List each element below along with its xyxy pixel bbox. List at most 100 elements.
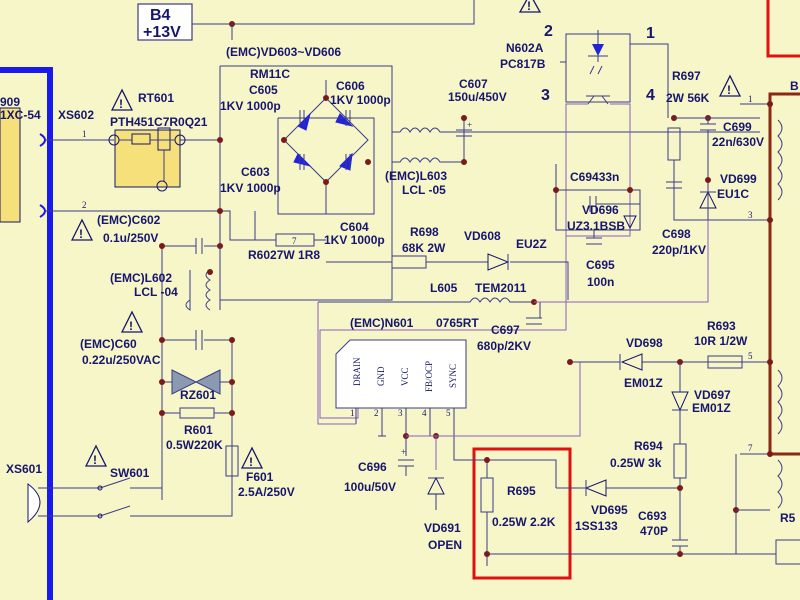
r697-resistor <box>667 127 681 161</box>
sw601-contact <box>97 513 103 519</box>
r693-resistor <box>707 355 743 369</box>
b-partial: B <box>790 79 799 93</box>
vd608-diode <box>487 253 510 271</box>
b4-label: B4 <box>150 7 171 24</box>
node <box>677 551 683 557</box>
c601-symbol <box>162 330 233 500</box>
c696-value: 100u/50V <box>344 480 396 494</box>
vd608-part: EU2Z <box>516 237 547 251</box>
bridge-frame <box>220 65 393 301</box>
c606-value: 1KV 1000p <box>330 93 391 107</box>
c696-symbol <box>398 436 414 476</box>
c604-value: 1KV 1000p <box>324 233 385 247</box>
n601-body <box>335 339 467 409</box>
n601-pin1: 1 <box>350 408 355 418</box>
xs-pin1: 1 <box>82 129 87 139</box>
c697-symbol <box>526 317 542 325</box>
transformer-outline <box>768 92 800 456</box>
c697-label: C697 <box>491 323 520 337</box>
pin-drain: DRAIN <box>352 357 362 386</box>
node <box>229 410 235 416</box>
node <box>767 101 773 107</box>
t-pin1: 1 <box>748 94 753 104</box>
xs601-plug <box>27 482 41 524</box>
node <box>767 451 773 457</box>
node <box>567 359 573 365</box>
vd695-diode <box>584 479 607 497</box>
vd697-leads <box>672 362 688 444</box>
transformer-windings <box>777 119 783 509</box>
warning-icon: ! <box>718 74 742 97</box>
warning-icon: ! <box>110 88 134 111</box>
r697-value: 2W 56K <box>666 91 710 105</box>
svg-text:!: ! <box>119 97 123 111</box>
c601-label: (EMC)C60 <box>80 337 137 351</box>
pin-gnd: GND <box>376 366 386 386</box>
rt601-part: PTH451C7R0Q21 <box>110 115 208 129</box>
node <box>627 187 633 193</box>
pin-fb: FB/OCP <box>424 361 434 392</box>
node <box>229 337 235 343</box>
svg-text:!: ! <box>93 453 97 467</box>
vd698-diode <box>620 353 643 371</box>
c606-label: C606 <box>336 79 365 93</box>
r601-value: 0.5W220K <box>166 438 223 452</box>
svg-text:!: ! <box>727 83 731 97</box>
node <box>484 551 490 557</box>
n601-label: (EMC)N601 <box>350 316 414 330</box>
l602-coil <box>185 246 221 311</box>
c605-value: 1KV 1000p <box>220 99 281 113</box>
l603-label: (EMC)L603 <box>385 169 447 183</box>
c694-label: C69433n <box>570 170 619 184</box>
sw601-label: SW601 <box>110 466 150 480</box>
node <box>323 95 329 101</box>
c699-label: C699 <box>723 120 752 134</box>
l605-purple <box>534 220 709 303</box>
c698-label: C698 <box>662 227 691 241</box>
vd608-label: VD608 <box>464 229 501 243</box>
l603-coil-top <box>392 127 760 133</box>
node <box>217 208 223 214</box>
vd691-state: OPEN <box>428 538 462 552</box>
node <box>323 179 329 185</box>
c697-value: 680p/2KV <box>477 339 531 353</box>
node <box>461 159 467 165</box>
node <box>229 379 235 385</box>
node <box>767 217 773 223</box>
r698-value: 68K 2W <box>402 241 446 255</box>
c696-label: C696 <box>358 460 387 474</box>
node <box>217 137 223 143</box>
r602-pin: 7 <box>292 236 297 246</box>
l605-part: TEM2011 <box>475 281 527 295</box>
node <box>159 410 165 416</box>
c607-symbol <box>456 118 472 162</box>
c607-label: C607 <box>459 77 488 91</box>
r693-value: 10R 1/2W <box>694 334 748 348</box>
vd698-label: VD698 <box>626 336 663 350</box>
c693-label: C693 <box>638 509 667 523</box>
vd697-part: EM01Z <box>692 401 731 415</box>
c602-value: 0.1u/250V <box>103 231 158 245</box>
r694-c693-wiring <box>672 478 688 554</box>
c698-symbol <box>666 176 682 189</box>
transformer-leads <box>735 103 770 554</box>
vd697-diode <box>671 391 689 412</box>
drain-wire <box>317 302 356 425</box>
sw601-switch <box>38 477 163 517</box>
node <box>677 485 683 491</box>
opto-pin3: 3 <box>541 87 550 104</box>
r601-label: R601 <box>184 423 213 437</box>
rt601 <box>108 127 186 192</box>
c604-label: C604 <box>340 220 369 234</box>
r695-resistor <box>480 477 494 513</box>
warning-icon: ! <box>518 0 542 13</box>
warning-icon: ! <box>120 310 144 333</box>
r693-label: R693 <box>707 319 736 333</box>
c698-value: 220p/1KV <box>652 243 706 257</box>
r601-resistor <box>179 407 215 419</box>
c601-value: 0.22u/250VAC <box>82 353 161 367</box>
opto-pin4: 4 <box>646 87 655 104</box>
bridge-part: RM11C <box>250 67 290 81</box>
n601-pin5: 5 <box>446 408 451 418</box>
bridge-diamond <box>283 97 369 183</box>
